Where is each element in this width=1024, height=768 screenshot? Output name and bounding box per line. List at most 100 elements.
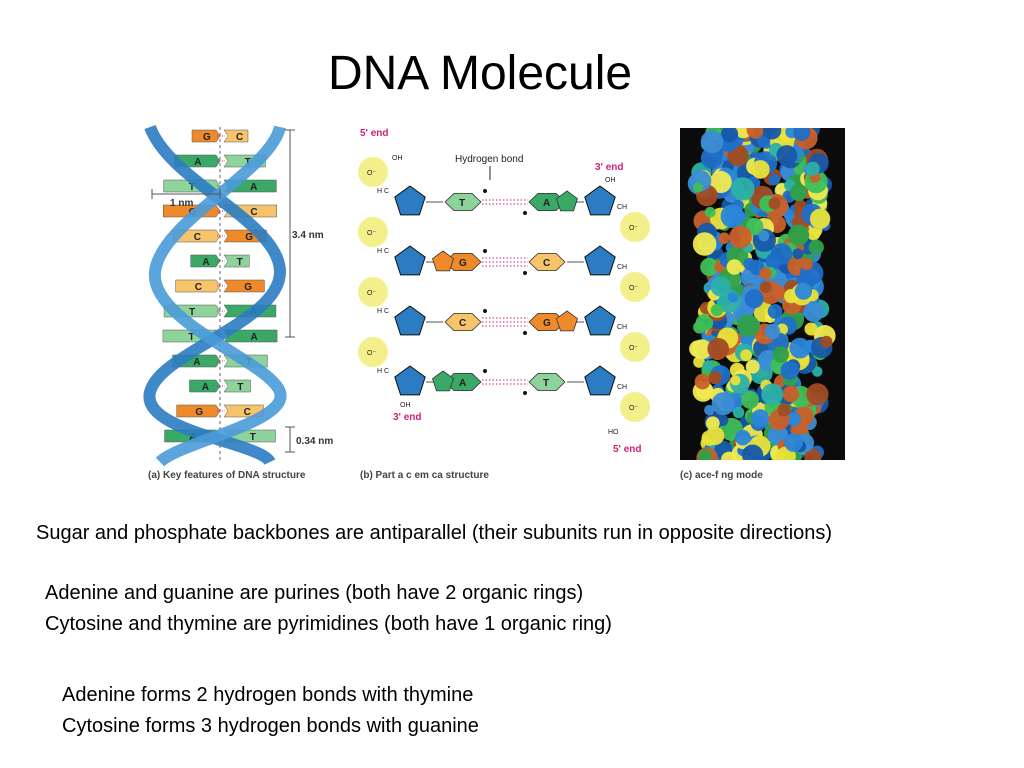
atom-sphere bbox=[789, 183, 808, 202]
atom-sphere bbox=[772, 346, 789, 363]
atom-sphere bbox=[698, 449, 712, 460]
atom-sphere bbox=[700, 130, 724, 154]
atom-sphere bbox=[804, 448, 822, 460]
base-right-letter: A bbox=[251, 332, 258, 343]
atom-sphere bbox=[808, 239, 824, 255]
phosphate-right-label: O⁻ bbox=[629, 345, 638, 352]
phosphate-right bbox=[620, 212, 650, 242]
phosphate-left-label: O⁻ bbox=[367, 290, 376, 297]
backbone-ribbon-right bbox=[148, 125, 287, 467]
atom-sphere bbox=[770, 243, 793, 265]
atom-sphere bbox=[759, 267, 772, 280]
atom-sphere bbox=[742, 444, 764, 460]
sugar-left bbox=[394, 365, 426, 396]
phosphate-right bbox=[620, 332, 650, 362]
base-left-letter: C bbox=[194, 232, 201, 243]
atom-sphere bbox=[746, 128, 765, 139]
sugar-right bbox=[584, 305, 616, 336]
atom-sphere bbox=[743, 257, 756, 271]
phosphate-right-label: O⁻ bbox=[629, 405, 638, 412]
sugar-left bbox=[394, 185, 426, 216]
dim-1nm-label: 1 nm bbox=[170, 198, 193, 209]
atom-sphere bbox=[820, 335, 833, 348]
ho-bottom-label: HO bbox=[608, 429, 619, 436]
phosphate-left-label: O⁻ bbox=[367, 230, 376, 237]
ch2-label: CH bbox=[617, 264, 627, 271]
base-right bbox=[223, 129, 249, 143]
base-left-letter: A bbox=[459, 378, 466, 389]
atom-sphere bbox=[759, 281, 772, 293]
atom-sphere bbox=[691, 339, 712, 360]
base-right-letter: T bbox=[237, 382, 243, 393]
atom-sphere bbox=[729, 225, 752, 249]
atom-sphere bbox=[780, 361, 800, 380]
base-left-letter: A bbox=[202, 257, 209, 268]
base-left-ring2 bbox=[432, 250, 454, 272]
sugar-right bbox=[584, 185, 616, 216]
slide-title: DNA Molecule bbox=[327, 47, 633, 100]
base-right bbox=[223, 279, 265, 293]
sugar-left bbox=[394, 305, 426, 336]
line-pyrimidines: Cytosine and thymine are pyrimidines (bo… bbox=[45, 613, 612, 635]
base-right-letter: C bbox=[250, 207, 257, 218]
base-left-letter: G bbox=[203, 132, 211, 143]
base-left-ring2 bbox=[432, 370, 454, 392]
base-left-letter: G bbox=[459, 258, 467, 269]
atom-sphere bbox=[710, 304, 724, 317]
base-right-letter: G bbox=[245, 232, 253, 243]
atom-sphere bbox=[730, 375, 741, 386]
atom-sphere bbox=[700, 257, 719, 277]
base-left-letter: A bbox=[202, 382, 209, 393]
base-right-ring bbox=[528, 312, 566, 332]
base-right-letter: C bbox=[543, 258, 550, 269]
base-right bbox=[223, 379, 251, 393]
base-right-ring bbox=[528, 193, 566, 211]
base-right-letter: T bbox=[250, 432, 256, 443]
phosphate-left-label: O⁻ bbox=[367, 170, 376, 177]
five-end-top-label: 5' end bbox=[360, 128, 389, 139]
atom-sphere bbox=[784, 433, 803, 452]
base-left-ring bbox=[444, 193, 482, 211]
atom-sphere bbox=[782, 385, 800, 403]
phosphate-right-label: O⁻ bbox=[629, 225, 638, 232]
base-left-letter: T bbox=[189, 182, 195, 193]
base-left bbox=[175, 279, 221, 293]
three-end-top-label: 3' end bbox=[595, 162, 624, 173]
atom-sphere bbox=[702, 360, 714, 371]
atom-sphere bbox=[764, 323, 781, 340]
h2c-label: H C bbox=[377, 188, 389, 195]
sugar-right bbox=[584, 365, 616, 396]
atom-sphere bbox=[807, 227, 821, 241]
atom-sphere bbox=[805, 161, 820, 176]
atom-sphere bbox=[806, 383, 829, 406]
base-left-letter: T bbox=[188, 332, 194, 343]
h2c-label: H C bbox=[377, 248, 389, 255]
atom-sphere bbox=[741, 390, 760, 409]
atom-sphere bbox=[812, 366, 823, 377]
atom-sphere bbox=[705, 426, 725, 446]
ch2-label: CH bbox=[617, 384, 627, 391]
base-left-ring bbox=[444, 312, 482, 332]
phosphate-left bbox=[358, 217, 388, 247]
phosphate-left-label: O⁻ bbox=[367, 350, 376, 357]
atom-sphere bbox=[732, 406, 745, 419]
chem-row: O⁻ O⁻ H C CH G C bbox=[358, 217, 650, 302]
line-purines: Adenine and guanine are purines (both ha… bbox=[45, 582, 584, 604]
atom-sphere bbox=[803, 301, 824, 322]
atom-sphere bbox=[727, 292, 739, 303]
atom-sphere bbox=[800, 258, 813, 271]
atom-sphere bbox=[694, 373, 711, 390]
atom-sphere bbox=[776, 145, 798, 166]
atom-sphere bbox=[721, 451, 737, 460]
atom-sphere bbox=[786, 412, 801, 427]
base-left-letter: G bbox=[195, 407, 203, 418]
base-right-letter: A bbox=[250, 182, 257, 193]
atom-sphere bbox=[707, 338, 729, 360]
atom-sphere bbox=[744, 289, 764, 309]
caption-a: (a) Key features of DNA structure bbox=[148, 470, 306, 481]
atom-sphere bbox=[783, 209, 795, 221]
